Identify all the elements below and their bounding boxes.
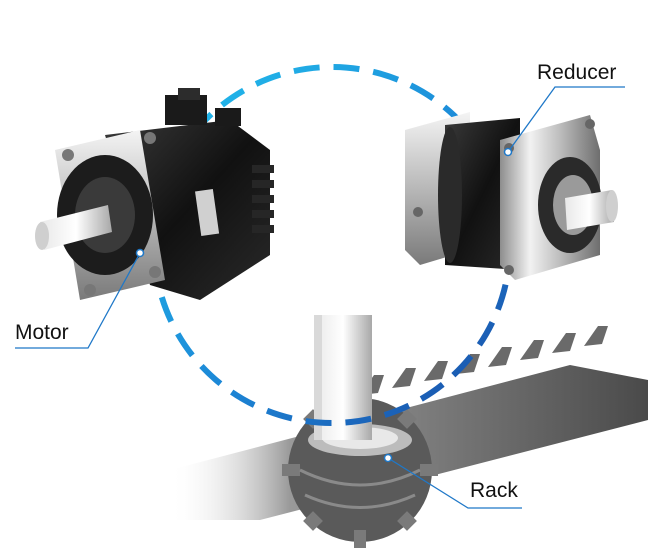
callout-dots	[135, 147, 513, 463]
leader-line-rack	[387, 457, 522, 509]
servo-motor-icon	[35, 88, 274, 300]
planetary-gearbox-icon	[405, 112, 618, 280]
motor-label: Motor	[15, 321, 69, 344]
leader-line-motor	[15, 252, 141, 349]
callout-dot-reducer	[503, 147, 513, 157]
reducer-label: Reducer	[537, 61, 617, 84]
rack-and-pinion-icon	[170, 315, 648, 548]
leader-line-reducer	[507, 86, 625, 153]
callout-dot-motor	[135, 248, 145, 258]
leader-lines	[15, 86, 625, 509]
rack-label: Rack	[470, 479, 518, 502]
callout-dot-rack	[383, 453, 393, 463]
